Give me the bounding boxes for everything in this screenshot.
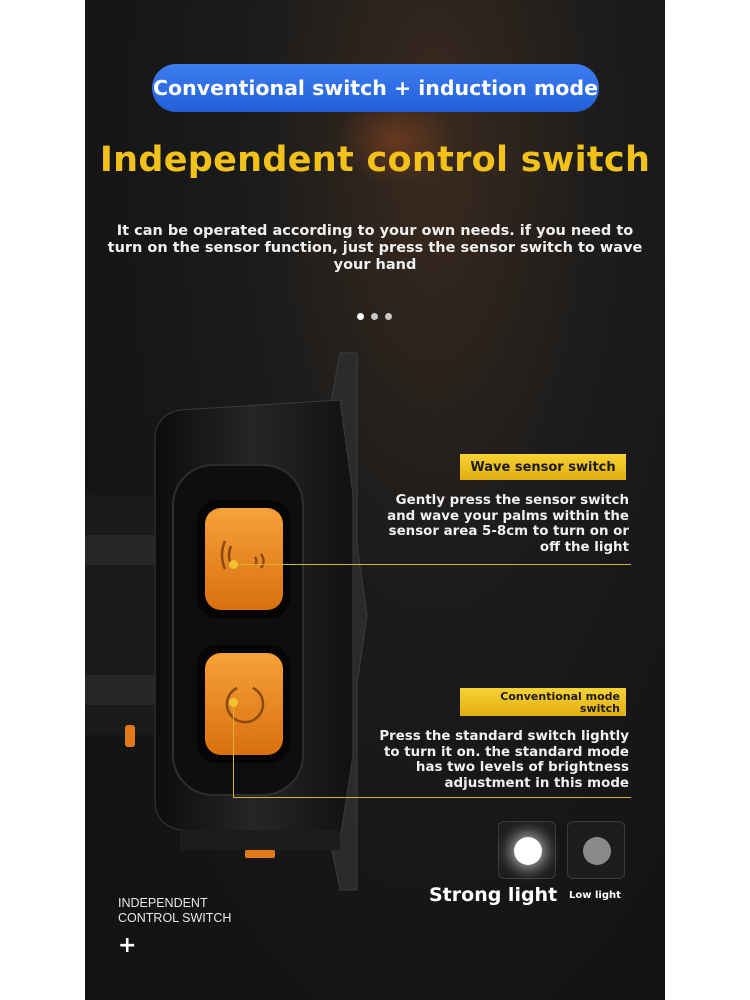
callout-line-sensor	[233, 564, 631, 565]
carousel-dot-2[interactable]	[371, 313, 378, 320]
sensor-marker	[229, 560, 238, 569]
low-light-label: Low light	[569, 890, 621, 901]
standard-button	[205, 653, 283, 755]
wave-sensor-label: Wave sensor switch	[460, 454, 626, 480]
callout-line-standard	[233, 797, 631, 798]
page-title: Independent control switch	[99, 140, 651, 180]
callout-line-standard-vertical	[233, 702, 234, 797]
description-text: It can be operated according to your own…	[107, 223, 643, 273]
conventional-mode-label-line1: Conventional mode	[500, 690, 620, 703]
carousel-dot-1[interactable]	[357, 313, 364, 320]
strong-light-icon	[514, 837, 542, 865]
conventional-mode-label-line2: switch	[579, 702, 620, 715]
low-light-indicator	[567, 821, 625, 879]
wave-sensor-description: Gently press the sensor switch and wave …	[387, 493, 629, 555]
plus-icon: +	[118, 933, 137, 958]
footer-caption-line2: CONTROL SWITCH	[118, 911, 232, 925]
power-icon	[225, 686, 265, 724]
footer-caption-line1: INDEPENDENT	[118, 896, 208, 910]
mode-banner: Conventional switch + induction mode	[152, 64, 599, 112]
strong-light-indicator	[498, 821, 556, 879]
headlamp-illustration	[85, 352, 368, 891]
product-panel: Conventional switch + induction mode Ind…	[85, 0, 665, 1000]
carousel-dot-3[interactable]	[385, 313, 392, 320]
sensor-button	[205, 508, 283, 610]
wave-sensor-label-text: Wave sensor switch	[470, 459, 616, 475]
conventional-mode-label: Conventional mode switch	[460, 688, 626, 716]
low-light-icon	[583, 837, 611, 865]
carousel-dots	[357, 313, 392, 320]
strong-light-label: Strong light	[429, 884, 558, 906]
mode-banner-label: Conventional switch + induction mode	[153, 76, 598, 100]
conventional-mode-description: Press the standard switch lightly to tur…	[379, 729, 629, 791]
standard-marker	[229, 698, 238, 707]
footer-caption: INDEPENDENT CONTROL SWITCH	[118, 896, 231, 926]
